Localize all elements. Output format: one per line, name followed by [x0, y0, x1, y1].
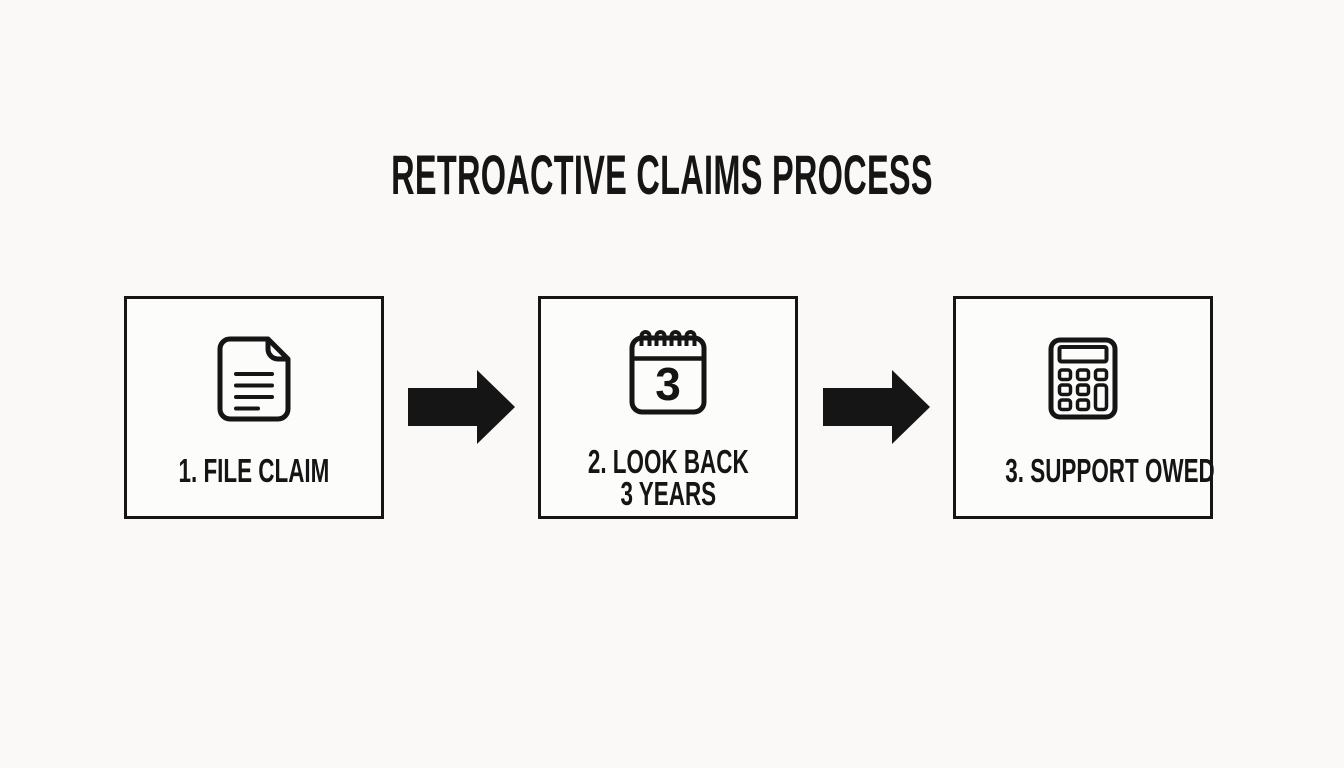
step-label: 3. SUPPORT OWED [956, 454, 1214, 487]
diagram-title-text: RETROACTIVE CLAIMS PROCESS [391, 143, 933, 206]
diagram-title: RETROACTIVE CLAIMS PROCESS [0, 147, 1324, 203]
step-label-text: 3 YEARS [620, 475, 716, 512]
document-icon [217, 336, 291, 422]
calculator-icon [1048, 337, 1118, 420]
step-label: 2. LOOK BACK 3 YEARS [541, 443, 795, 512]
step-label-text: 1. FILE CLAIM [178, 452, 330, 489]
step-box-file-claim: 1. FILE CLAIM [124, 296, 384, 519]
calendar-icon: 3 [629, 330, 707, 415]
step-box-support-owed: 3. SUPPORT OWED [953, 296, 1215, 519]
flow-arrow-icon [408, 370, 515, 444]
step-label: 1. FILE CLAIM [127, 452, 381, 489]
step-label-text: 3. SUPPORT OWED [1005, 452, 1215, 489]
step-box-look-back: 3 2. LOOK BACK 3 YEARS [538, 296, 798, 519]
flow-arrow-icon [823, 370, 930, 444]
calendar-number: 3 [655, 358, 681, 410]
step-label-text: 2. LOOK BACK [587, 443, 749, 480]
